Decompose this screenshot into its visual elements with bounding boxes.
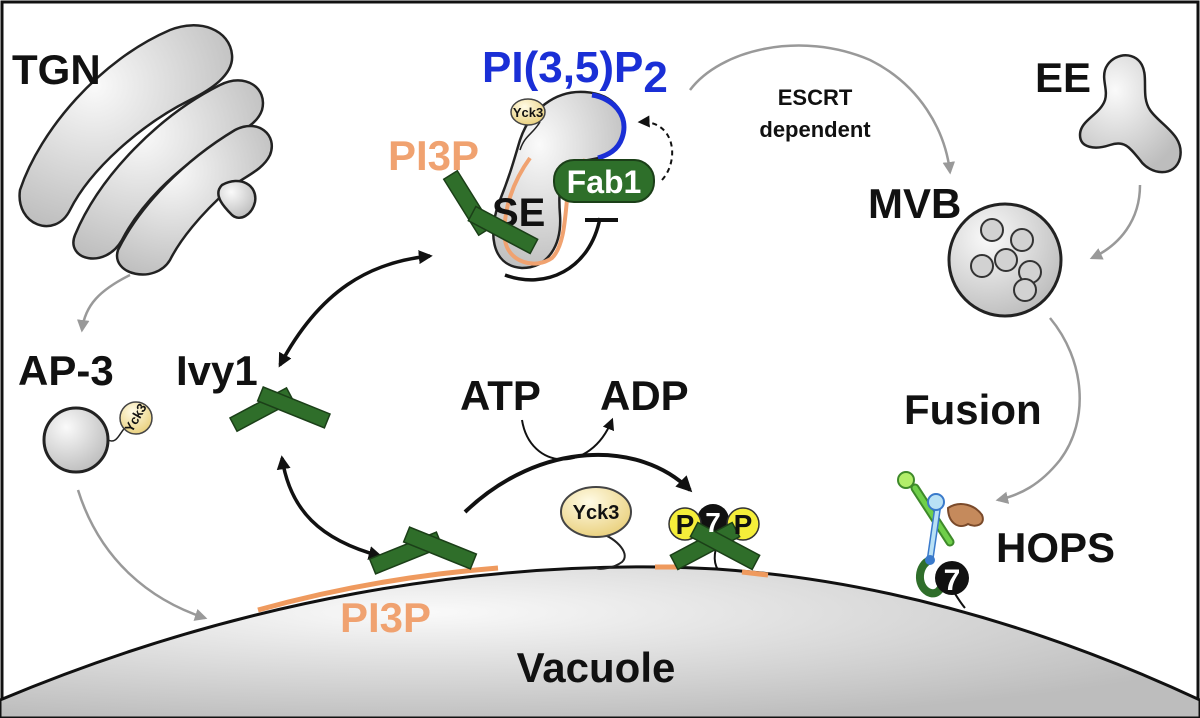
hops-label: HOPS <box>996 524 1115 571</box>
escrt-label-line2: dependent <box>759 117 871 142</box>
phospho-right-label: P <box>734 509 753 540</box>
se-yck3-tether <box>519 121 541 151</box>
ivy1-se-protein <box>442 169 539 255</box>
arrow-ee-to-mvb <box>1089 184 1142 260</box>
vacuole-label: Vacuole <box>517 644 676 691</box>
ivy1-free-protein <box>228 386 331 433</box>
hops-complex <box>897 471 984 609</box>
pi35p2-label: PI(3,5)P2 <box>482 43 668 102</box>
ypt7-label: 7 <box>705 507 721 538</box>
pi3p-se-label: PI3P <box>388 132 479 179</box>
arrow-ivy1-vacuole-bidirectional <box>276 455 383 560</box>
fab1-protein <box>553 159 655 203</box>
adp-label: ADP <box>600 372 689 419</box>
se-pi35p2-membrane <box>591 92 627 161</box>
ap3-yck3-protein <box>119 401 153 435</box>
ivy1-vacuole-protein <box>368 526 478 575</box>
arrow-ap3-to-vacuole <box>76 489 208 621</box>
pi3p-vacuole-label: PI3P <box>340 594 431 641</box>
ap3-vesicle <box>42 406 110 474</box>
arrow-se-to-mvb-escrt <box>689 44 956 175</box>
yck3-large-protein <box>560 486 632 538</box>
arrow-tgn-to-ap3 <box>76 273 131 333</box>
fab1-label: Fab1 <box>567 164 642 200</box>
arrow-ivy1-se-bidirectional <box>278 250 433 368</box>
vacuole-pi3p-membrane-left <box>257 565 499 613</box>
tgn-golgi <box>18 24 273 276</box>
se-yck3-label: Yck3 <box>513 105 543 120</box>
se-yck3-protein <box>510 98 546 126</box>
fusion-label: Fusion <box>904 386 1042 433</box>
phospho-left-label: P <box>676 509 695 540</box>
hops-ypt7-label: 7 <box>944 564 961 597</box>
vacuole-pi3p-membrane-right-b <box>741 569 769 578</box>
arrow-ivy1-phosphorylation <box>463 452 693 514</box>
escrt-label-line1: ESCRT <box>778 85 853 110</box>
yck3-large-label: Yck3 <box>573 502 620 524</box>
arrow-fab1-produces-pi35p2 <box>637 115 674 181</box>
phospho-ivy1-complex <box>668 504 761 571</box>
inhibition-ivy1-to-fab1 <box>504 217 602 282</box>
mvb-intraluminal-vesicles <box>970 218 1042 302</box>
yck3-large-tether <box>595 531 626 570</box>
ap3-label: AP-3 <box>18 347 114 394</box>
ee-early-endosome <box>1078 54 1182 174</box>
ee-label: EE <box>1035 54 1091 101</box>
arrow-mvb-to-hops <box>995 317 1081 504</box>
mvb-label: MVB <box>868 180 961 227</box>
tgn-label: TGN <box>12 46 101 93</box>
atp-label: ATP <box>460 372 541 419</box>
ivy1-label: Ivy1 <box>176 347 258 394</box>
